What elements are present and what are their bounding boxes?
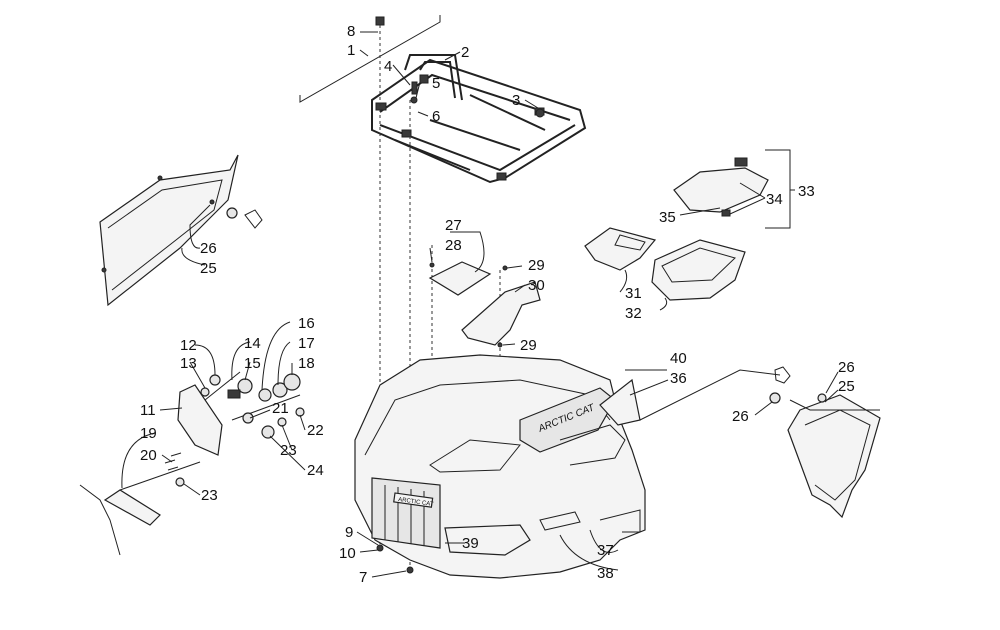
callout-7: 7: [359, 569, 367, 586]
callout-20: 20: [140, 447, 157, 464]
callout-22: 22: [307, 422, 324, 439]
headlight-assembly: [79, 371, 305, 556]
callout-35: 35: [659, 209, 676, 226]
adjuster-17-icon: [272, 382, 288, 398]
spring-20-icon: [164, 452, 182, 471]
callout-36: 36: [670, 370, 687, 387]
callout-16: 16: [298, 315, 315, 332]
callout-28: 28: [445, 237, 462, 254]
grommet-26b-icon: [769, 392, 781, 404]
callout-1: 1: [347, 42, 355, 59]
front-fascia: ARCTIC CAT ARCTIC CAT: [354, 354, 646, 579]
callout-26c: 26: [732, 408, 749, 425]
bushing-24-icon: [261, 425, 275, 439]
callout-25a: 25: [200, 260, 217, 277]
callout-27: 27: [445, 217, 462, 234]
callout-6: 6: [432, 108, 440, 125]
callout-9: 9: [345, 524, 353, 541]
callout-3: 3: [512, 92, 520, 109]
headlight-bucket-11: [177, 384, 223, 456]
front-rack: [299, 15, 587, 184]
socket-13-icon: [200, 387, 210, 397]
callout-5: 5: [432, 75, 440, 92]
headlight-39: [444, 524, 531, 556]
callout-25b: 25: [838, 378, 855, 395]
callout-labels: 8 1 2 3 4 5 6 7 9 10 11 12 13 14 15 16 1…: [140, 23, 855, 586]
screw-22-icon: [295, 407, 305, 417]
callout-31: 31: [625, 285, 642, 302]
callout-26b: 26: [838, 359, 855, 376]
bulb-12-icon: [209, 374, 221, 386]
callout-19: 19: [140, 425, 157, 442]
center-panels: [428, 261, 541, 348]
callout-2: 2: [461, 44, 469, 61]
callout-30: 30: [528, 277, 545, 294]
callout-24: 24: [307, 462, 324, 479]
callout-38: 38: [597, 565, 614, 582]
callout-11: 11: [140, 402, 156, 419]
callout-4: 4: [384, 58, 392, 75]
callout-23a: 23: [280, 442, 297, 459]
callout-34: 34: [766, 191, 783, 208]
grille-text: ARCTIC CAT: [398, 497, 434, 508]
callout-37: 37: [597, 542, 614, 559]
washer-5-icon: [410, 96, 418, 104]
leader-lines: [121, 31, 880, 578]
knob-18-icon: [283, 373, 301, 391]
callout-33: 33: [798, 183, 815, 200]
callout-15: 15: [244, 355, 261, 372]
callout-29a: 29: [528, 257, 545, 274]
callout-21: 21: [272, 400, 289, 417]
callout-17: 17: [298, 335, 315, 352]
left-side-panel: [99, 154, 263, 307]
latch-34-icon: [734, 157, 748, 167]
callout-14: 14: [244, 335, 261, 352]
nut-3-icon: [535, 108, 545, 118]
callout-40: 40: [670, 350, 687, 367]
callout-29b: 29: [520, 337, 537, 354]
bolt-8-icon: [375, 16, 385, 26]
grommet-26-icon: [226, 207, 238, 219]
callout-10: 10: [339, 545, 356, 562]
bolt-4-icon: [411, 81, 418, 95]
callout-13: 13: [180, 355, 197, 372]
right-side-panel: [769, 366, 881, 519]
washer-23b-icon: [175, 477, 185, 487]
callout-39: 39: [462, 535, 479, 552]
callout-26a: 26: [200, 240, 217, 257]
grommet-26c-icon: [817, 393, 827, 403]
callout-32: 32: [625, 305, 642, 322]
callout-8: 8: [347, 23, 355, 40]
callout-18: 18: [298, 355, 315, 372]
callout-23b: 23: [201, 487, 218, 504]
storage-assembly: [584, 149, 791, 301]
callout-12: 12: [180, 337, 197, 354]
